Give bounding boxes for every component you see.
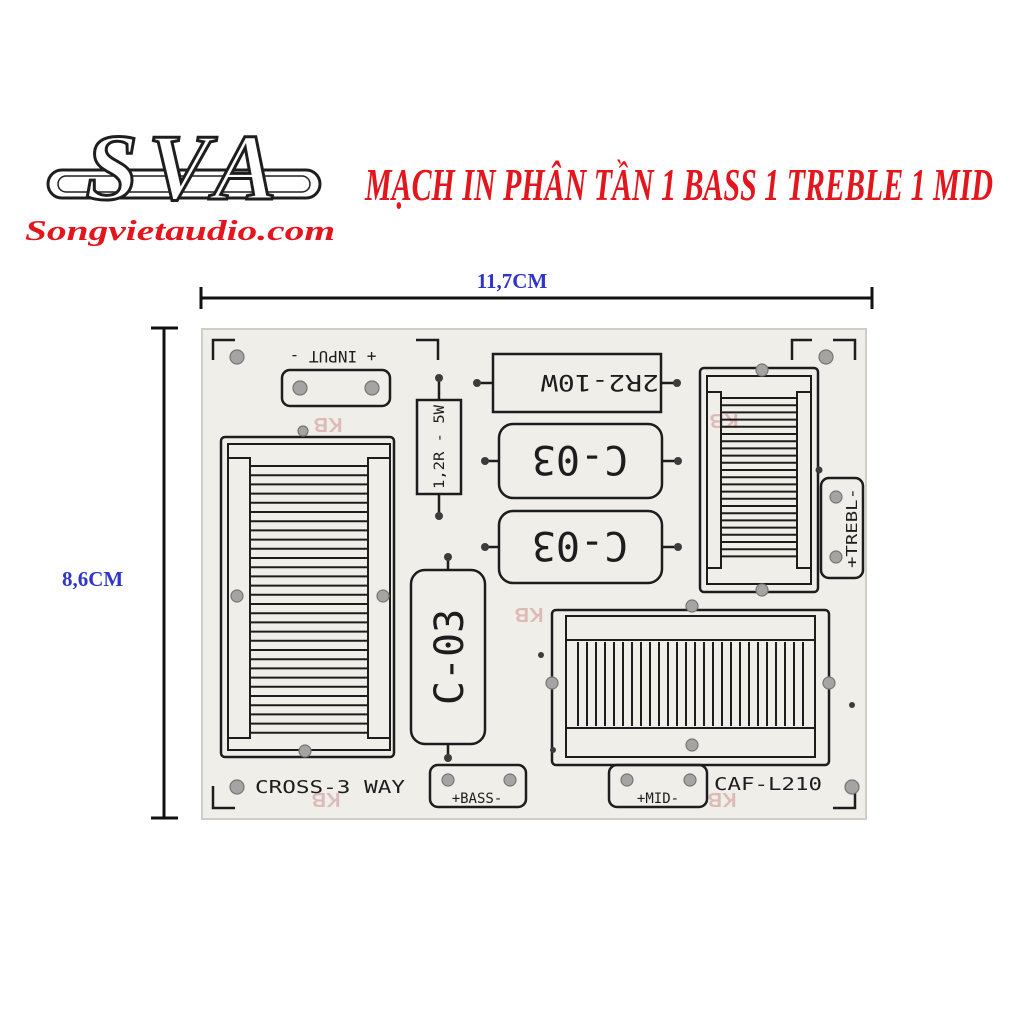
bass-label: +BASS-: [452, 791, 503, 807]
corner-mark: [790, 338, 812, 360]
mounting-hole: [818, 349, 834, 365]
terminal-hole: [503, 773, 517, 787]
pad-dot: [550, 747, 556, 753]
mid-terminal: +MID-: [607, 763, 709, 809]
bass-coil-right-bar: [367, 457, 391, 739]
corner-mark: [416, 338, 440, 360]
width-dimension: 11,7CM: [199, 269, 874, 309]
logo-lettering: SVA: [86, 116, 287, 220]
pad-dot: [673, 379, 681, 387]
watermark-mark: KB: [312, 788, 341, 810]
coil-hole: [685, 599, 699, 613]
resistor-5w: 1,2R - 5W: [415, 374, 463, 520]
treble-coil-windings: [721, 397, 797, 558]
mid-coil-windings: [577, 642, 804, 726]
input-terminal-outline: [280, 368, 392, 408]
capacitor-label: C-03: [532, 436, 628, 482]
coil-hole: [376, 589, 390, 603]
coil-hole: [298, 744, 312, 758]
watermark-mark: KB: [515, 603, 544, 625]
coil-hole: [545, 676, 559, 690]
bass-terminal: +BASS-: [428, 763, 528, 809]
corner-mark: [211, 338, 235, 360]
mid-coil: [538, 599, 855, 767]
terminal-hole: [829, 550, 843, 564]
pad-dot: [435, 374, 443, 382]
capacitor-outline: [497, 422, 664, 500]
terminal-hole: [683, 773, 697, 787]
capacitor-label: C-03: [532, 522, 628, 568]
coil-hole: [755, 583, 769, 597]
watermark-mark: KB: [314, 413, 343, 435]
pad-dot: [444, 754, 452, 762]
height-dimension: 8,6CM: [62, 326, 178, 820]
pad-dot: [674, 457, 682, 465]
coil-hole: [297, 425, 309, 437]
pad-dot: [538, 652, 544, 658]
coil-hole: [685, 738, 699, 752]
resistor-10w: 2R2-10W: [473, 352, 681, 414]
mounting-hole: [844, 779, 860, 795]
pad-dot: [815, 466, 823, 474]
board-name: CROSS-3 WAY: [255, 777, 405, 798]
logo-band-inner: [57, 175, 311, 193]
resistor-10w-label: 2R2-10W: [540, 369, 659, 394]
coil-hole: [230, 589, 244, 603]
watermark-mark: KB: [708, 788, 737, 810]
mid-terminal-outline: [607, 763, 709, 809]
bass-coil: [219, 425, 396, 759]
pad-dot: [481, 457, 489, 465]
input-terminal: + INPUT -: [280, 347, 392, 408]
capacitor-3: C-03: [409, 553, 487, 762]
terminal-hole: [620, 773, 634, 787]
pad-dot: [473, 379, 481, 387]
capacitor-outline: [497, 509, 664, 585]
width-label: 11,7CM: [477, 269, 548, 293]
bass-coil-windings: [250, 465, 368, 734]
terminal-hole: [441, 773, 455, 787]
mounting-hole: [229, 349, 245, 365]
treble-terminal-outline: [819, 476, 865, 580]
capacitor-label: C-03: [427, 609, 473, 705]
terminal-hole: [292, 380, 308, 396]
treble-coil-right-bar: [796, 391, 812, 569]
corner-mark: [833, 338, 857, 360]
page-title: MẠCH IN PHÂN TẦN 1 BASS 1 TREBLE 1 MID: [364, 158, 993, 210]
terminal-hole: [829, 490, 843, 504]
board-model: CAF-L210: [714, 774, 822, 795]
terminal-hole: [364, 380, 380, 396]
resistor-10w-outline: [491, 352, 663, 414]
capacitor-1: C-03: [481, 422, 682, 500]
resistor-5w-label: 1,2R - 5W: [432, 404, 448, 489]
bass-terminal-outline: [428, 763, 528, 809]
corner-mark: [211, 786, 235, 810]
pad-dot: [849, 702, 855, 708]
mounting-hole: [229, 779, 245, 795]
input-label: + INPUT -: [290, 347, 377, 366]
height-label: 8,6CM: [62, 567, 123, 591]
capacitor-2: C-03: [481, 509, 682, 585]
treble-coil-left-bar: [706, 391, 722, 569]
logo-band-outer: [46, 168, 322, 200]
pad-dot: [674, 543, 682, 551]
website-url: Songvietaudio.com: [25, 216, 335, 247]
treble-terminal: +TREBL-: [819, 476, 865, 580]
mid-label: +MID-: [637, 791, 679, 807]
treble-label: +TREBL-: [843, 488, 861, 568]
coil-hole: [755, 363, 769, 377]
pcb-board: KB KB KB KB KB + INPUT - 1,: [201, 328, 867, 820]
capacitor-outline: [409, 568, 487, 746]
brand-logo: SVA: [46, 115, 322, 222]
resistor-5w-outline: [415, 398, 463, 496]
pad-dot: [481, 543, 489, 551]
coil-hole: [822, 676, 836, 690]
pad-dot: [444, 553, 452, 561]
bass-coil-left-bar: [227, 457, 251, 739]
treble-coil: [698, 363, 823, 597]
pcb-board-surface: [203, 330, 865, 818]
pad-dot: [435, 512, 443, 520]
mid-coil-inner-frame: [565, 615, 816, 758]
